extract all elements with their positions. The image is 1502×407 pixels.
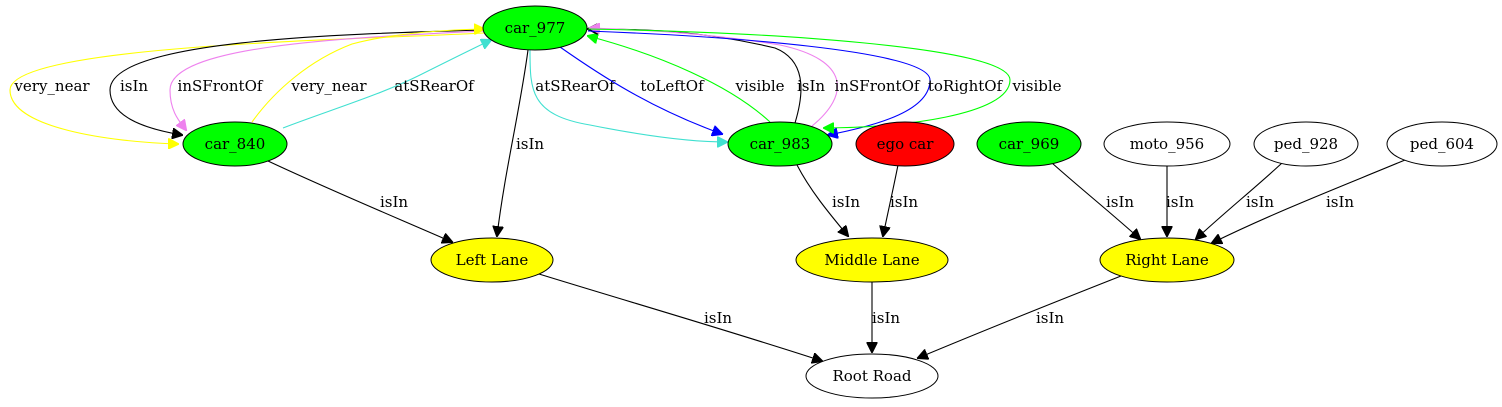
node-ped-604: ped_604 (1386, 121, 1498, 167)
edge-label: isIn (797, 77, 825, 95)
node-middle-lane: Middle Lane (795, 237, 949, 283)
node-moto-956: moto_956 (1103, 121, 1231, 167)
node-label: car_969 (999, 135, 1060, 153)
edge-line (918, 275, 1122, 358)
node-label: ped_604 (1410, 135, 1474, 153)
node-ellipse (482, 5, 588, 51)
edge-line (251, 29, 484, 123)
edge-label: isIn (120, 77, 148, 95)
edge-line (587, 28, 1011, 128)
edge-label: atSRearOf (535, 77, 616, 95)
edge-car_969-to-right_lane: isIn (1051, 162, 1140, 239)
node-label: car_983 (750, 135, 811, 153)
edge-car_977-to-car_983: toRightOf (587, 30, 1004, 135)
edge-line (529, 49, 727, 142)
node-label: ego car (877, 135, 935, 153)
edge-car_840-to-car_977: atSRearOf (282, 40, 491, 129)
node-label: Right Lane (1125, 251, 1209, 269)
edge-car_983-to-middle_lane: isIn (796, 164, 860, 236)
edge-line (1051, 162, 1140, 239)
node-ellipse (1099, 237, 1235, 283)
edge-line (538, 273, 822, 361)
node-car-969: car_969 (976, 121, 1082, 167)
edge-left_lane-to-root_road: isIn (538, 273, 822, 361)
edge-label: isIn (872, 309, 900, 327)
edge-line (1212, 159, 1406, 243)
edge-label: isIn (1106, 193, 1134, 211)
nodes-layer: car_977 car_840 car_983 ego car car_969 moto_… (182, 5, 1498, 399)
node-car-983: car_983 (727, 121, 833, 167)
edge-label: toRightOf (928, 77, 1004, 95)
edge-car_983-to-car_977: isIn (588, 29, 825, 124)
edge-line (559, 46, 722, 134)
edge-label: isIn (516, 135, 544, 153)
node-ellipse (1386, 121, 1498, 167)
node-ego-car: ego car (855, 121, 955, 167)
edge-car_840-to-left_lane: isIn (267, 160, 452, 242)
edge-car_983-to-car_977: visible (588, 36, 785, 123)
node-label: Left Lane (456, 251, 529, 269)
edge-label: inSFrontOf (178, 77, 264, 95)
edge-car_977-to-left_lane: isIn (497, 49, 544, 236)
edge-moto_956-to-right_lane: isIn (1166, 166, 1194, 236)
edge-ego_car-to-middle_lane: isIn (883, 164, 918, 236)
node-car-840: car_840 (182, 121, 288, 167)
edge-line (1196, 162, 1283, 239)
node-left-lane: Left Lane (430, 237, 554, 283)
edge-label: isIn (1326, 193, 1354, 211)
edge-ped_928-to-right_lane: isIn (1196, 162, 1283, 239)
node-label: moto_956 (1130, 135, 1204, 153)
edge-label: very_near (13, 77, 90, 95)
node-label: car_977 (505, 19, 566, 37)
edge-middle_lane-to-root_road: isIn (872, 282, 900, 352)
node-ellipse (182, 121, 288, 167)
node-ellipse (855, 121, 955, 167)
edge-label: isIn (1036, 309, 1064, 327)
edge-car_977-to-car_840: isIn (109, 29, 485, 135)
edge-line (587, 30, 931, 135)
node-ellipse (795, 237, 949, 283)
edge-car_977-to-car_983: atSRearOf (529, 49, 727, 142)
edge-label: visible (1011, 77, 1061, 95)
node-label: car_840 (205, 135, 266, 153)
edge-label: isIn (1166, 193, 1194, 211)
edge-label: isIn (832, 193, 860, 211)
edge-label: visible (734, 77, 784, 95)
edge-line (497, 49, 529, 236)
node-label: Root Road (832, 367, 911, 385)
node-car-977: car_977 (482, 5, 588, 51)
node-ellipse (727, 121, 833, 167)
edge-ped_604-to-right_lane: isIn (1212, 159, 1406, 243)
edge-label: isIn (704, 309, 732, 327)
edge-line (883, 164, 899, 236)
edge-label: atSRearOf (394, 77, 475, 95)
node-ellipse (430, 237, 554, 283)
node-ellipse (1253, 121, 1359, 167)
edge-line (267, 160, 452, 242)
node-ellipse (1103, 121, 1231, 167)
edge-label: inSFrontOf (835, 77, 921, 95)
edge-line (588, 36, 771, 123)
edge-label: very_near (290, 77, 367, 95)
node-ellipse (805, 353, 939, 399)
node-ped-928: ped_928 (1253, 121, 1359, 167)
node-label: Middle Lane (824, 251, 919, 269)
node-root-road: Root Road (805, 353, 939, 399)
edge-label: isIn (1246, 193, 1274, 211)
edge-car_977-to-car_983: visible (587, 28, 1062, 128)
node-label: ped_928 (1274, 135, 1338, 153)
node-ellipse (976, 121, 1082, 167)
edge-car_977-to-car_983: toLeftOf (559, 46, 722, 134)
edge-line (109, 29, 485, 135)
edge-line (282, 40, 491, 129)
node-right-lane: Right Lane (1099, 237, 1235, 283)
edge-label: isIn (890, 193, 918, 211)
edges-layer: very_near isIn inSFrontOf very_near atSRearO… (9, 28, 1406, 361)
edge-right_lane-to-root_road: isIn (918, 275, 1122, 358)
edge-car_840-to-car_977: very_near (251, 29, 484, 123)
edge-line (796, 164, 848, 236)
edge-label: isIn (380, 193, 408, 211)
edge-label: toLeftOf (640, 77, 705, 95)
